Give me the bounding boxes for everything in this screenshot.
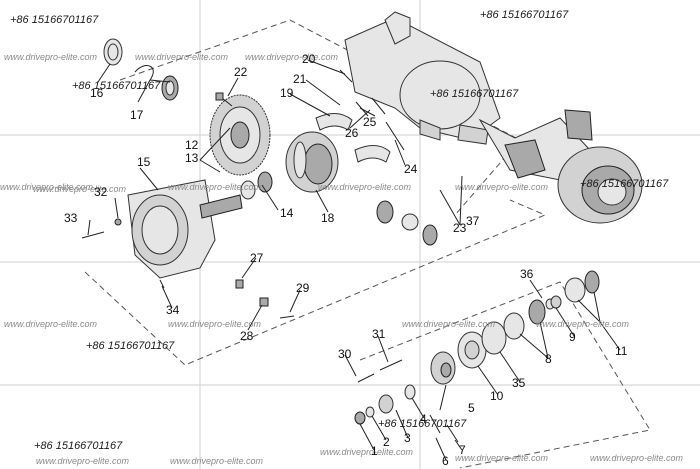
callout-25: 25 — [363, 115, 377, 129]
callout-11: 11 — [615, 344, 628, 358]
watermark-url: www.drivepro-elite.com — [245, 52, 339, 62]
callout-19: 19 — [280, 86, 294, 100]
callout-13: 13 — [185, 151, 199, 165]
callout-31: 31 — [372, 327, 386, 341]
callout-6: 6 — [442, 454, 449, 468]
watermark-url: www.drivepro-elite.com — [4, 319, 98, 329]
watermark-url: www.drivepro-elite.com — [170, 456, 264, 466]
callout-3: 3 — [404, 431, 411, 445]
callout-29: 29 — [296, 281, 310, 295]
watermark-url: www.drivepro-elite.com — [0, 182, 94, 192]
watermark-phone: +86 15166701167 — [10, 14, 99, 26]
watermark-url: www.drivepro-elite.com — [455, 182, 549, 192]
callout-12: 12 — [185, 138, 199, 152]
watermark-url: www.drivepro-elite.com — [4, 52, 98, 62]
ring-gear — [209, 94, 271, 176]
callout-22: 22 — [234, 65, 248, 79]
watermark-url: www.drivepro-elite.com — [135, 52, 229, 62]
callout-17: 17 — [130, 108, 144, 122]
callout-27: 27 — [250, 251, 264, 265]
watermark-phone: +86 15166701167 — [378, 418, 467, 430]
watermark-phone: +86 15166701167 — [580, 178, 669, 190]
housing-fasteners — [81, 218, 295, 319]
watermark-url: www.drivepro-elite.com — [402, 319, 496, 329]
leader-lines — [87, 59, 621, 461]
callout-33: 33 — [64, 211, 78, 225]
callout-20: 20 — [302, 52, 316, 66]
callout-18: 18 — [321, 211, 335, 225]
callout-numbers: 1 2 3 4 5 6 7 8 9 10 11 12 13 14 15 16 1… — [64, 52, 628, 468]
watermark-url: www.drivepro-elite.com — [168, 182, 262, 192]
bearing-caps — [315, 113, 391, 163]
callout-28: 28 — [240, 329, 254, 343]
watermark-url: www.drivepro-elite.com — [536, 319, 630, 329]
callout-14: 14 — [280, 206, 294, 220]
callout-34: 34 — [166, 303, 180, 317]
callout-2: 2 — [383, 435, 390, 449]
callout-24: 24 — [404, 162, 418, 176]
callout-21: 21 — [293, 72, 307, 86]
callout-26: 26 — [345, 126, 359, 140]
watermark-url: www.drivepro-elite.com — [168, 319, 262, 329]
bearings — [240, 171, 438, 246]
watermark-phone: +86 15166701167 — [86, 340, 175, 352]
watermark-url: www.drivepro-elite.com — [318, 182, 412, 192]
carrier-housing — [127, 179, 243, 279]
differential-case — [285, 131, 339, 193]
callout-4: 4 — [420, 412, 427, 426]
callout-8: 8 — [545, 352, 552, 366]
hub-reduction-stack — [354, 270, 600, 443]
callout-16: 16 — [90, 86, 104, 100]
callout-23: 23 — [453, 221, 467, 235]
watermark-phone: +86 15166701167 — [430, 88, 519, 100]
watermark-phone: +86 15166701167 — [480, 9, 569, 21]
callout-32: 32 — [94, 185, 108, 199]
callout-15: 15 — [137, 155, 151, 169]
callout-37: 37 — [466, 214, 480, 228]
watermark-phone: +86 15166701167 — [34, 440, 123, 452]
watermarks: +86 15166701167 +86 15166701167 +86 1516… — [0, 9, 684, 466]
callout-36: 36 — [520, 267, 534, 281]
callout-35: 35 — [512, 376, 526, 390]
watermark-url: www.drivepro-elite.com — [590, 453, 684, 463]
callout-30: 30 — [338, 347, 352, 361]
watermark-url: www.drivepro-elite.com — [320, 447, 414, 457]
watermark-phone: +86 15166701167 — [72, 80, 161, 92]
callout-5: 5 — [468, 401, 475, 415]
callout-1: 1 — [371, 444, 378, 458]
callout-9: 9 — [569, 330, 576, 344]
watermark-url: www.drivepro-elite.com — [455, 453, 549, 463]
watermark-url: www.drivepro-elite.com — [33, 184, 127, 194]
bolts — [215, 69, 405, 151]
watermark-url: www.drivepro-elite.com — [36, 456, 130, 466]
callout-10: 10 — [490, 389, 504, 403]
assembly-dashed-outlines — [84, 19, 651, 469]
callout-7: 7 — [459, 443, 466, 457]
axle-housing — [344, 11, 643, 224]
